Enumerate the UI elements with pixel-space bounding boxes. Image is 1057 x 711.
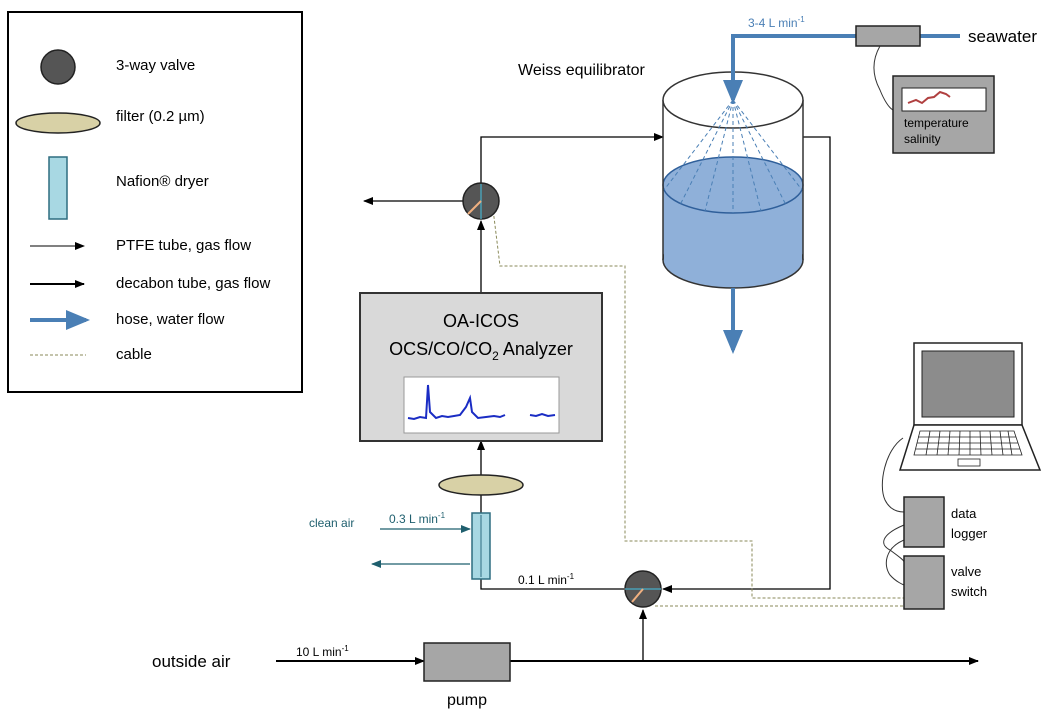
spray-cone (663, 99, 803, 213)
analyzer: OA-ICOS OCS/CO/CO2 Analyzer (359, 292, 603, 442)
legend-ptfe-label: PTFE tube, gas flow (116, 237, 251, 254)
legend-dryer-label: Nafion® dryer (116, 173, 209, 190)
line-equilibrator-return (662, 136, 831, 593)
purge-lines (371, 525, 471, 568)
pump-box (423, 642, 511, 682)
outside-air-label: outside air (152, 652, 231, 671)
data-logger-label-1: data (951, 506, 977, 521)
cable-upper-valve (491, 200, 904, 599)
sensor-cable (873, 45, 894, 111)
hose-to-equilibrator (723, 34, 856, 104)
legend-cable-label: cable (116, 346, 152, 363)
clean-air-label: clean air (309, 516, 354, 530)
weiss-equilibrator: Weiss equilibrator (518, 62, 804, 289)
laptop-screen (921, 350, 1015, 418)
legend-valve-label: 3-way valve (116, 57, 195, 74)
sensor-trace (907, 90, 951, 105)
legend-filter-label: filter (0.2 µm) (116, 108, 205, 125)
thermosalinograph-unit (855, 25, 921, 47)
legend-valve-icon (40, 49, 76, 85)
gas-lines (276, 133, 979, 665)
line-dryer-to-valve (480, 579, 624, 590)
analyzer-signal-trace-2 (529, 412, 556, 418)
analyzer-subtitle: OCS/CO/CO2 Analyzer (389, 339, 573, 363)
equilibrator-label: Weiss equilibrator (518, 62, 646, 79)
legend-filter-icon (15, 112, 101, 134)
device-cables (881, 437, 905, 586)
water-flow-label: 3-4 L min-1 (748, 15, 805, 30)
laptop (898, 342, 1042, 471)
valve-switch-label-1: valve (951, 564, 981, 579)
data-logger-box (903, 496, 945, 548)
legend-dryer-icon (48, 156, 68, 220)
analyzer-signal-trace-1 (407, 384, 506, 421)
legend: 3-way valve filter (0.2 µm) Nafion® drye… (7, 11, 303, 393)
water-hoses (723, 34, 960, 354)
pump-flow-label: 10 L min-1 (296, 644, 349, 659)
sensor-temperature-label: temperature (904, 116, 969, 130)
sensor-screen (901, 87, 987, 112)
laptop-keyboard (913, 430, 1023, 467)
legend-decabon-label: decabon tube, gas flow (116, 275, 270, 292)
lower-valve (624, 570, 662, 608)
cables (491, 200, 904, 607)
data-logger-label-2: logger (951, 526, 988, 541)
seawater-label: seawater (968, 27, 1037, 46)
dryer-flow-label: 0.3 L min-1 (389, 511, 446, 526)
upper-valve (462, 182, 500, 220)
filter (438, 474, 524, 496)
sample-flow-label: 0.1 L min-1 (518, 572, 575, 587)
legend-hose-label: hose, water flow (116, 311, 225, 328)
valve-switch-label-2: switch (951, 584, 987, 599)
valve-switch-box (903, 555, 945, 610)
analyzer-title: OA-ICOS (443, 311, 519, 331)
line-to-equilibrator (480, 133, 664, 184)
sensor-salinity-label: salinity (904, 132, 941, 146)
pump-label: pump (447, 692, 487, 709)
